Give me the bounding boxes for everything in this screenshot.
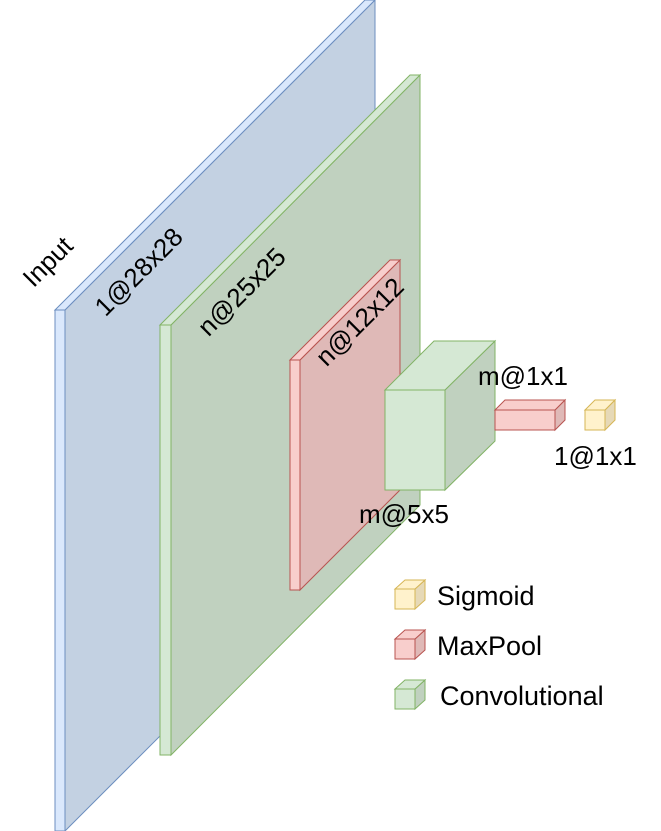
legend-conv-icon [393,678,427,711]
input-title-label: Input [17,230,80,293]
pool2-dims-label: m@1x1 [478,361,568,391]
legend: Sigmoid MaxPool Convolutional [393,578,604,711]
output-node [583,398,617,432]
pool1-layer [288,258,402,592]
pool2-layer [493,398,567,432]
legend-maxpool-label: MaxPool [437,631,542,661]
output-dims-label: 1@1x1 [554,441,637,471]
conv2-dims-label: m@5x5 [359,499,449,529]
conv2-layer [383,339,497,492]
legend-sigmoid-icon [393,578,427,611]
legend-conv-label: Convolutional [440,681,604,711]
legend-maxpool-icon [393,628,427,661]
legend-sigmoid-label: Sigmoid [437,581,535,611]
